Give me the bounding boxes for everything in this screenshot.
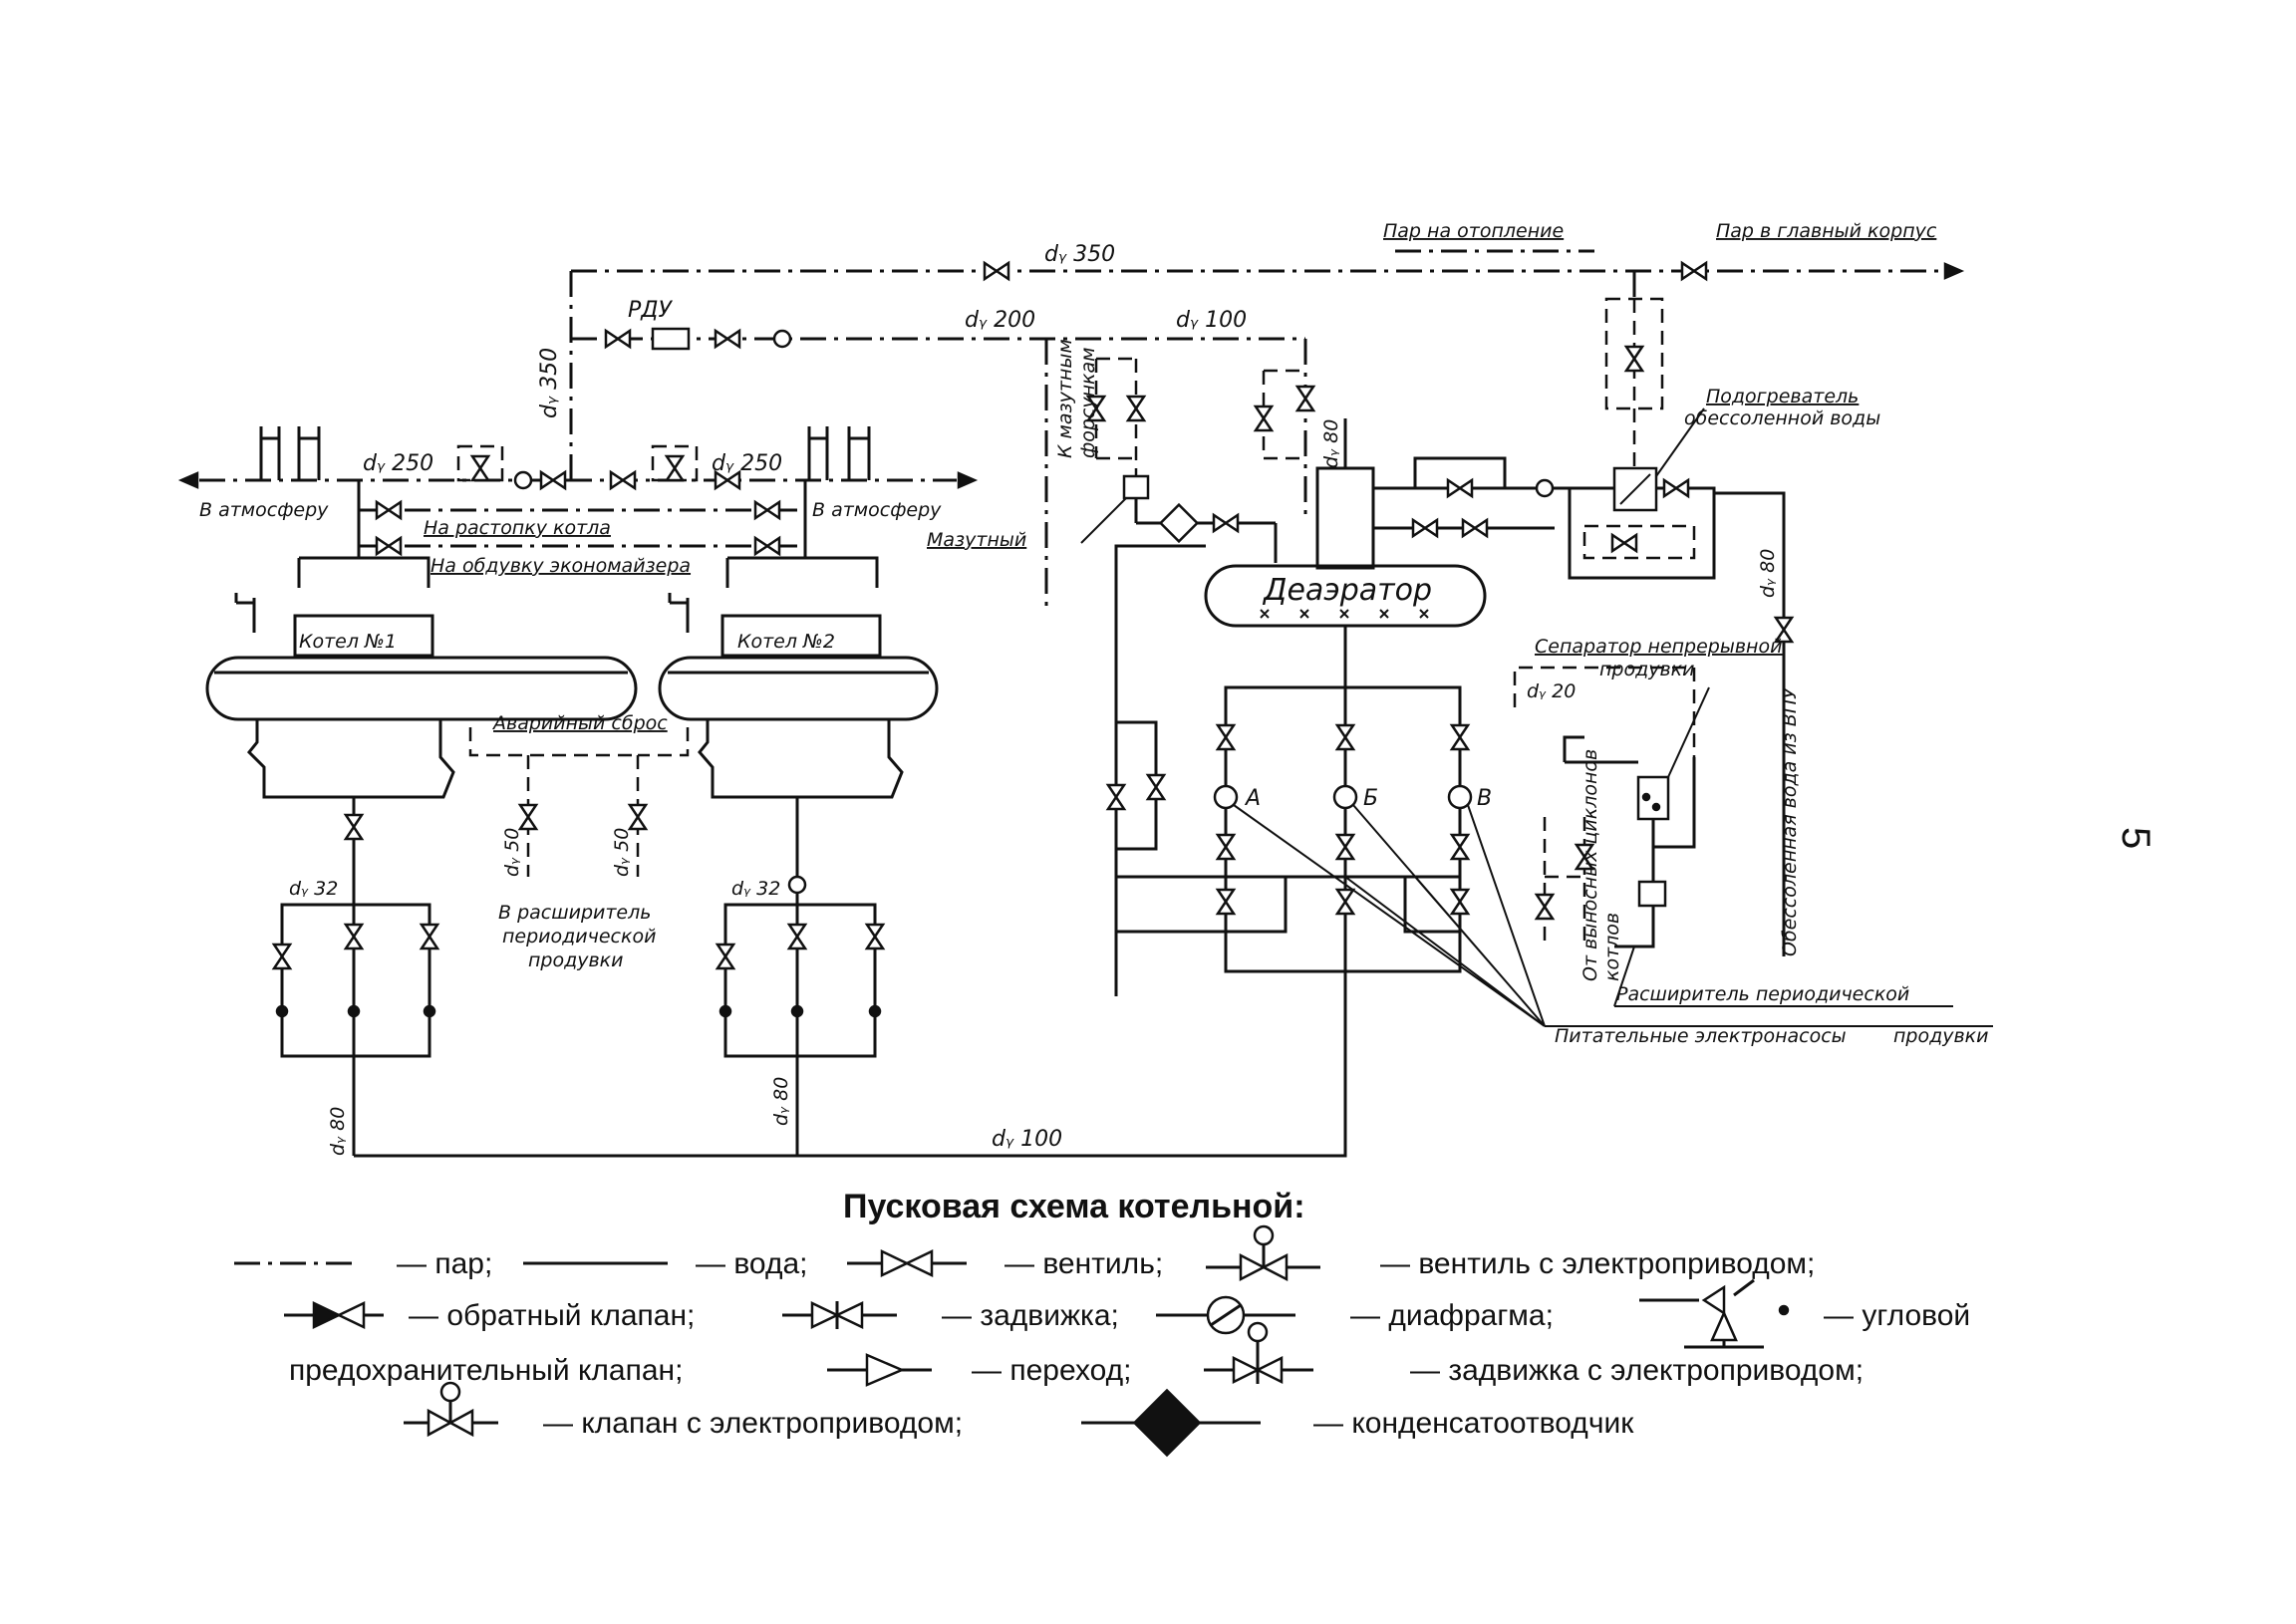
label-steam-heating: Пар на отопление — [1383, 220, 1564, 242]
legend-reducer-icon — [827, 1353, 932, 1387]
steam-header — [177, 444, 979, 490]
safety-valves-right — [803, 426, 871, 558]
legend-angle-safety-1: — угловой — [1824, 1299, 1970, 1332]
label-emergency: Аварийный сброс — [491, 712, 668, 734]
legend-reducer: — переход; — [972, 1354, 1132, 1387]
label-rdu: РДУ — [628, 298, 673, 323]
legend-water: — вода; — [696, 1247, 808, 1280]
label-economizer: На обдувку экономайзера — [430, 555, 691, 577]
feed-water-line — [354, 668, 1347, 1158]
fireplace-lines — [359, 500, 805, 556]
legend-motor-cv-icon — [404, 1381, 498, 1438]
boiler1-water-section — [272, 797, 439, 1156]
page-number: 5 — [2114, 827, 2157, 849]
pipe-size-deaerator-80: dᵧ 80 — [1320, 419, 1342, 468]
feed-pumps — [1106, 685, 1993, 1027]
pipe-size-b2-80: dᵧ 80 — [770, 1077, 792, 1126]
label-heater-2: обессоленной воды — [1684, 407, 1880, 429]
pipe-size-b1-80: dᵧ 80 — [327, 1107, 349, 1156]
label-fuel-heater: Мазутный — [927, 529, 1026, 551]
bypass-100 — [1254, 369, 1315, 460]
label-deaerator: Деаэратор — [1262, 573, 1432, 608]
legend-trap-icon — [1081, 1388, 1261, 1458]
pipe-size-100-top: dᵧ 100 — [1176, 308, 1247, 333]
pipe-size-feed: dᵧ 100 — [992, 1127, 1062, 1152]
legend-steam: — пар; — [397, 1247, 492, 1280]
legend-gate-valve-icon — [782, 1301, 897, 1329]
label-boiler-2: Котел №2 — [737, 631, 835, 653]
pipe-size-b1-32: dᵧ 32 — [289, 878, 338, 900]
blowdown-separator — [1513, 666, 1710, 948]
label-separator-2: продувки — [1599, 659, 1695, 680]
legend-motor-cv: — клапан с электроприводом; — [543, 1407, 963, 1440]
legend-motor-valve-icon — [1206, 1224, 1320, 1282]
safety-valves-left — [259, 426, 361, 558]
label-steam-main-building: Пар в главный корпус — [1716, 220, 1937, 242]
label-blowdown-1: В расширитель — [498, 902, 651, 924]
label-pump-a: А — [1244, 786, 1261, 811]
rdu-line — [571, 327, 1307, 608]
deaerator-heater-piping — [1373, 297, 1716, 580]
label-demin-water: Обессоленная вода из ВПУ — [1779, 686, 1801, 956]
pipe-size-riser: dᵧ 350 — [537, 348, 562, 418]
label-pump-b: Б — [1363, 786, 1378, 811]
legend-valve-icon — [847, 1249, 967, 1277]
pipe-size-b2-32: dᵧ 32 — [731, 878, 780, 900]
label-drains-2: котлов — [1601, 913, 1623, 981]
legend-angle-safety-2: предохранительный клапан; — [289, 1354, 683, 1387]
label-expander: Расширитель периодической — [1616, 983, 1909, 1005]
label-blowdown-2: периодической — [502, 926, 656, 947]
label-pump-v: В — [1477, 786, 1492, 811]
caption: Пусковая схема котельной: — [843, 1188, 1305, 1225]
pipe-size-separator: dᵧ 20 — [1527, 680, 1576, 702]
pipe-size-header-right: dᵧ 250 — [712, 451, 782, 476]
label-drains-1: От выносных циклонов — [1579, 749, 1601, 981]
label-heater-1: Подогреватель — [1706, 386, 1859, 407]
label-boiler-fireplace: На растопку котла — [424, 517, 611, 539]
pipe-size-header-left: dᵧ 250 — [363, 451, 433, 476]
pipe-size-right-80: dᵧ 80 — [1757, 549, 1779, 598]
label-feed-pumps: Питательные электронасосы — [1555, 1025, 1847, 1047]
deaerator — [1114, 418, 1487, 996]
boiler-1 — [205, 556, 638, 799]
legend-gate-valve: — задвижка; — [942, 1299, 1119, 1332]
fuel-oil-group — [1080, 357, 1278, 563]
label-atmosphere-left: В атмосферу — [199, 499, 329, 521]
legend-orifice: — диафрагма; — [1350, 1299, 1554, 1332]
legend-motor-valve: — вентиль с электроприводом; — [1380, 1247, 1815, 1280]
boiler-2 — [658, 556, 939, 799]
label-atmosphere-right: В атмосферу — [812, 499, 942, 521]
emergency-discharge — [468, 727, 690, 877]
legend-trap: — конденсатоотводчик — [1313, 1407, 1634, 1440]
label-fuel-nozzles-1: К мазутным — [1054, 339, 1076, 458]
legend-motor-gate-icon — [1204, 1321, 1313, 1385]
pipe-size-main: dᵧ 350 — [1044, 242, 1115, 267]
legend-check-valve-icon — [284, 1301, 384, 1329]
label-blowdown: продувки — [1893, 1025, 1989, 1047]
pipe-size-drain-right: dᵧ 50 — [611, 828, 633, 877]
main-steam-line — [571, 249, 1965, 299]
legend-valve: — вентиль; — [1004, 1247, 1163, 1280]
legend: — пар; — вода; — вентиль; — вентиль с эл… — [234, 1224, 1970, 1458]
pipe-size-rdu: dᵧ 200 — [965, 308, 1035, 333]
demin-water-line — [1714, 491, 1794, 956]
label-fuel-nozzles-2: форсункам — [1077, 348, 1099, 459]
legend-check-valve: — обратный клапан; — [409, 1299, 695, 1332]
label-separator-1: Сепаратор непрерывной — [1535, 636, 1782, 658]
legend-motor-gate: — задвижка с электроприводом; — [1410, 1354, 1864, 1387]
label-blowdown-3: продувки — [528, 949, 624, 971]
pipe-size-drain-left: dᵧ 50 — [501, 828, 523, 877]
legend-angle-safety-icon — [1639, 1278, 1790, 1349]
label-boiler-1: Котел №1 — [299, 631, 397, 653]
legend-orifice-icon — [1156, 1295, 1295, 1335]
boiler2-water-section — [716, 797, 885, 1156]
